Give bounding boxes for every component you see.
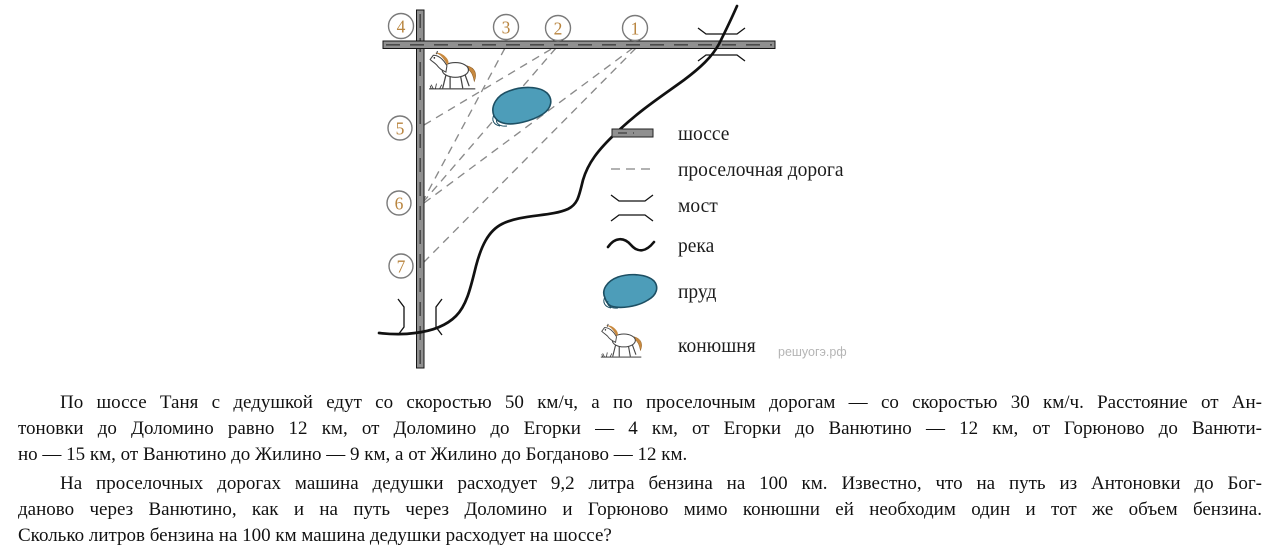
legend-item-highway: шоссе <box>611 124 729 145</box>
legend: шоссе проселочная дорога мост река пруд … <box>600 124 844 358</box>
point-label-5: 5 <box>396 118 405 138</box>
stable-swatch-horse-icon <box>600 323 643 358</box>
paragraph2-line3: Сколько литров бензина на 100 км машина … <box>18 525 612 546</box>
paragraph2-line2: даново через Ванютино, как и на путь чер… <box>18 499 1262 520</box>
point-7: 7 <box>388 253 414 279</box>
point-2: 2 <box>544 14 572 42</box>
legend-label-bridge: мост <box>678 196 718 217</box>
paragraph1-line1: По шоссе Таня с дедушкой едут со скорост… <box>60 392 1262 413</box>
pond-swatch <box>602 273 658 309</box>
point-label-2: 2 <box>554 18 563 38</box>
pond <box>492 86 552 127</box>
terrain-map: 4 3 2 1 5 6 7 шоссе проселочная дорога м… <box>377 4 847 369</box>
legend-label-highway: шоссе <box>678 124 729 145</box>
country-road-1-7 <box>423 47 637 263</box>
country-road-3-6 <box>423 47 506 200</box>
point-label-1: 1 <box>631 18 640 38</box>
country-road-2-6 <box>423 47 557 202</box>
legend-item-stable: конюшня <box>600 323 756 358</box>
point-3: 3 <box>492 13 520 41</box>
point-1: 1 <box>621 14 649 42</box>
point-label-6: 6 <box>395 193 404 213</box>
point-label-4: 4 <box>397 16 406 36</box>
highway-vertical <box>416 9 425 369</box>
paragraph2-line1: На проселочных дорогах машина дедушки ра… <box>60 473 1262 494</box>
legend-label-river: река <box>678 236 715 257</box>
problem-paragraph-1: По шоссе Таня с дедушкой едут со скорост… <box>18 390 1262 468</box>
point-label-3: 3 <box>502 17 511 37</box>
point-label-7: 7 <box>397 256 406 276</box>
legend-item-country-road: проселочная дорога <box>611 160 844 181</box>
legend-item-bridge: мост <box>610 194 718 222</box>
country-road-1-6 <box>423 47 634 204</box>
paragraph1-line3: но — 15 км, от Ванютино до Жилино — 9 км… <box>18 444 688 465</box>
highway-swatch <box>611 128 654 138</box>
river-swatch <box>606 237 656 252</box>
bridge-swatch <box>610 194 654 202</box>
bridge-top <box>697 27 746 62</box>
problem-text: По шоссе Таня с дедушкой едут со скорост… <box>0 374 1280 549</box>
highway-horizontal <box>382 40 776 49</box>
paragraph1-line2: тоновки до Доломино равно 12 км, от Доло… <box>18 418 1262 439</box>
point-4: 4 <box>387 12 415 40</box>
map-point-labels: 4 3 2 1 5 6 7 <box>386 12 649 279</box>
country-road-5-2 <box>423 47 554 126</box>
point-6: 6 <box>386 190 412 216</box>
legend-label-country-road: проселочная дорога <box>678 160 844 181</box>
legend-label-stable: конюшня <box>678 336 756 357</box>
point-5: 5 <box>387 115 413 141</box>
stable-horse-icon <box>428 50 477 90</box>
legend-label-pond: пруд <box>678 282 716 303</box>
watermark: решуогэ.рф <box>778 345 847 359</box>
country-roads <box>423 47 637 263</box>
legend-item-pond: пруд <box>602 273 716 309</box>
legend-item-river: река <box>606 236 715 257</box>
river <box>377 4 739 336</box>
problem-paragraph-2: На проселочных дорогах машина дедушки ра… <box>18 471 1262 549</box>
bridge-bottom <box>397 298 443 336</box>
